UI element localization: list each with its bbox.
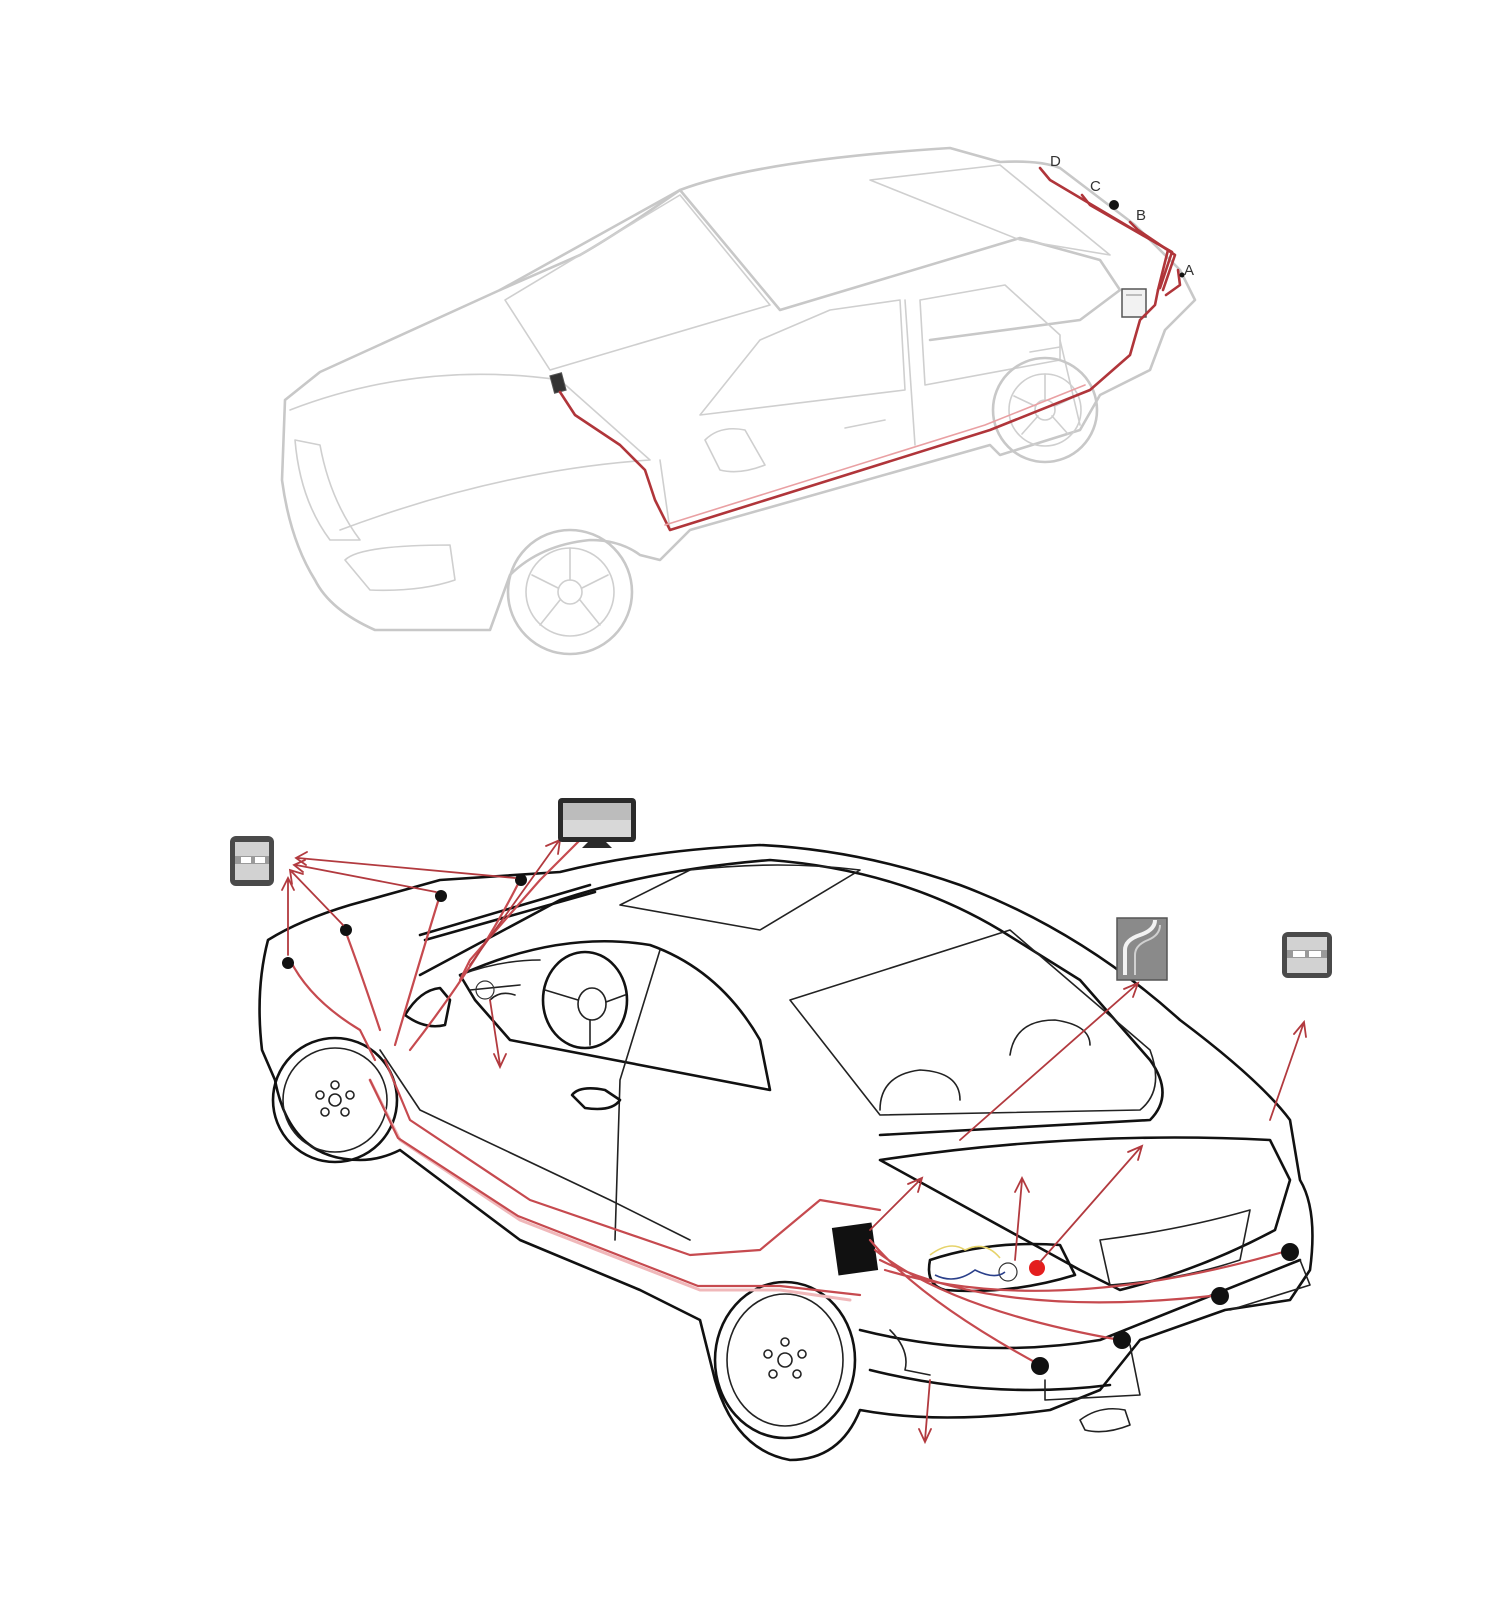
display-monitor-icon <box>558 798 636 848</box>
arrow-bracket <box>959 981 1140 1141</box>
top-car-windshield <box>504 194 771 371</box>
bottom-car-rear-bumper <box>858 1258 1302 1392</box>
sensor-label-b: B <box>1136 207 1146 224</box>
bottom-cable-side-upper <box>383 1058 882 1257</box>
bottom-car-headrest-left <box>879 1069 961 1111</box>
top-car-side-window-front <box>699 299 906 416</box>
bottom-car-sensor-brackets <box>1044 1259 1311 1401</box>
bottom-car-door-handle <box>570 1087 622 1111</box>
rear-sensor-3 <box>1211 1287 1229 1305</box>
arrow-control-box <box>869 1176 924 1231</box>
bottom-cable-side-main <box>368 1078 862 1297</box>
top-car-illustration: D C B A <box>280 146 1197 656</box>
front-sensor-3 <box>435 890 447 902</box>
bottom-car-fuel-door <box>831 1222 879 1276</box>
top-car-door-handle <box>844 346 1061 429</box>
bottom-car-b-pillar <box>614 949 661 1241</box>
bottom-cable-power-lead <box>889 1329 931 1376</box>
bottom-car-sunroof <box>619 864 861 931</box>
bottom-sensors <box>282 874 1299 1375</box>
arrow-front-sensor-4 <box>294 851 516 879</box>
arrow-front-sensor-1 <box>281 875 295 956</box>
bottom-cable-yellow <box>929 1245 1001 1259</box>
bottom-car-dashboard <box>459 959 541 1001</box>
front-sensor-4 <box>515 874 527 886</box>
top-cable-branch-d <box>1038 166 1170 292</box>
top-cable-branch-c <box>1080 193 1174 290</box>
bottom-cable-front-bundle <box>288 878 522 1062</box>
top-cable-branch-b <box>1128 220 1177 292</box>
bottom-cable-blue <box>934 1269 1006 1280</box>
bottom-car-window-frame <box>458 939 772 1092</box>
arrow-rear-sensor <box>1269 1019 1307 1121</box>
bottom-car-body <box>258 843 1314 1462</box>
rear-sensor-2 <box>1113 1331 1131 1349</box>
bottom-car-roof <box>418 858 1164 1137</box>
front-sensor-1 <box>282 957 294 969</box>
arrow-front-sensor-2 <box>288 868 344 926</box>
rear-sensor-1 <box>1031 1357 1049 1375</box>
bottom-car-front-wheel <box>271 1036 399 1164</box>
top-car-rear-wheel <box>991 356 1099 464</box>
control-box-icon <box>1116 917 1168 981</box>
bottom-car-side-mirror <box>403 986 452 1028</box>
bottom-car-headrest-right <box>1009 1019 1091 1056</box>
rear-sensor-4 <box>1281 1243 1299 1261</box>
top-car-mirror <box>704 427 766 473</box>
top-cable-branch-a <box>1164 268 1182 297</box>
bottom-cable-rear-bundle <box>868 1238 1292 1367</box>
top-car-body <box>280 146 1197 632</box>
top-car-grille <box>294 439 361 541</box>
top-car-door-line <box>659 299 1081 531</box>
top-cable-route <box>558 288 1160 532</box>
top-car-front-wheel <box>506 528 634 656</box>
top-car-side-window-rear <box>919 284 1061 386</box>
bottom-car-door-speaker <box>475 980 495 1000</box>
sensor-label-d: D <box>1050 153 1061 170</box>
front-sensor-2 <box>340 924 352 936</box>
top-car-rear-window <box>869 164 1111 256</box>
bottom-car-exhaust <box>1079 1407 1131 1433</box>
parking-sensor-icon-rear <box>1282 932 1332 978</box>
bottom-cable-display-run <box>458 838 582 982</box>
bottom-car-steering-wheel <box>541 950 629 1050</box>
bottom-car-rear-glass <box>789 929 1157 1116</box>
top-control-box-icon <box>1121 288 1147 318</box>
top-car-roof <box>498 188 1122 342</box>
top-display-icon <box>549 372 567 394</box>
bottom-car-rear-wheel <box>713 1280 857 1440</box>
bottom-car-trunk <box>878 1136 1292 1292</box>
bottom-car-tail-light <box>927 1242 1077 1293</box>
pointer-arrows <box>281 838 1307 1445</box>
arrow-power-lead <box>918 1379 932 1445</box>
top-sensor-dot <box>1109 200 1119 210</box>
bottom-car-tail-light-red <box>1029 1260 1045 1276</box>
bottom-car-door-line <box>379 1049 691 1241</box>
top-cable-route-shadow <box>664 384 1086 526</box>
bottom-cable-harness <box>288 838 1292 1376</box>
arrow-tail-light-white <box>1014 1175 1030 1261</box>
top-car-hood <box>289 373 651 531</box>
parking-sensor-icon-front <box>230 836 274 886</box>
arrow-tail-light-red <box>1039 1144 1144 1263</box>
top-sensor-dot-a <box>1179 272 1185 278</box>
arrow-speaker <box>489 999 507 1070</box>
bottom-car-tail-light-white <box>998 1262 1018 1282</box>
sensor-label-c: C <box>1090 178 1101 195</box>
top-car-headlight <box>344 544 456 592</box>
sensor-label-a: A <box>1184 262 1194 279</box>
bottom-cable-side-main-light <box>368 1078 852 1302</box>
